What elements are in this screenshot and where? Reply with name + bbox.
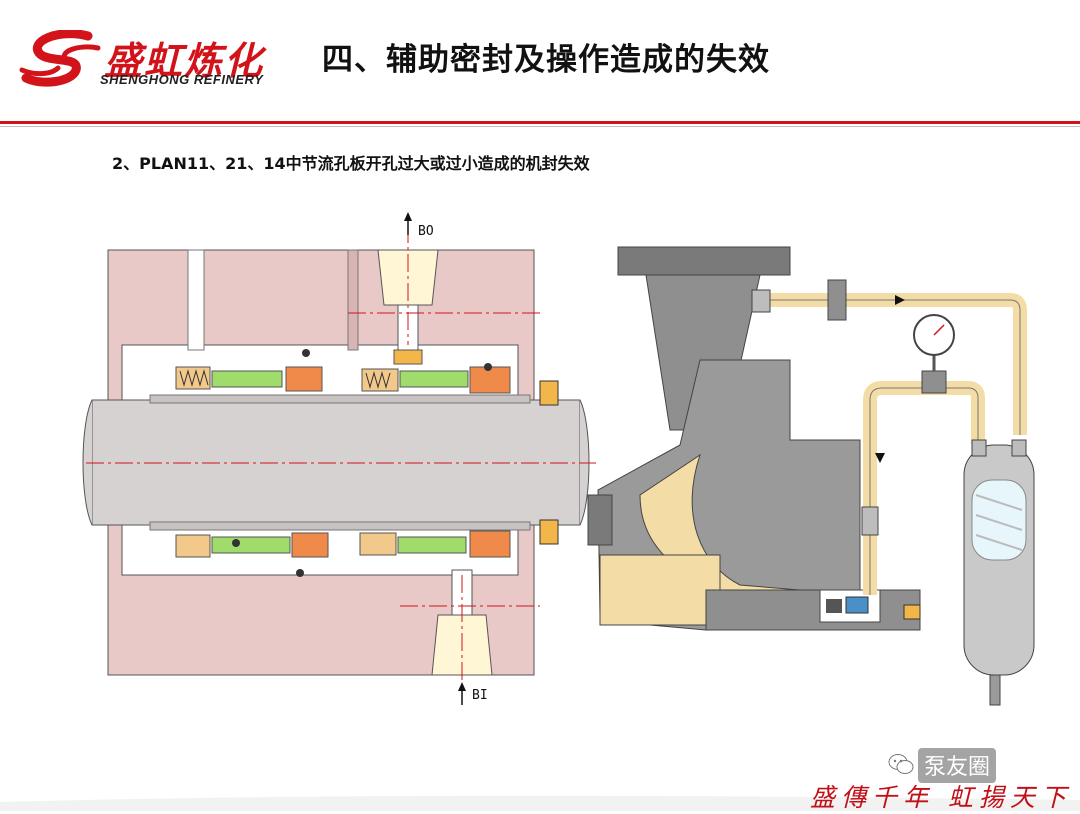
seal-diagram: BO BI xyxy=(82,212,1035,706)
wechat-icon xyxy=(888,754,914,774)
header-divider-red xyxy=(0,121,1080,124)
logo-text-cn: 盛虹炼化 xyxy=(104,38,265,83)
pump-assembly xyxy=(587,246,1035,706)
seal-cross-section: BO BI xyxy=(82,212,596,705)
section-subtitle: 2、PLAN11、21、14中节流孔板开孔过大或过小造成的机封失效 xyxy=(112,154,590,173)
logo-text-en: SHENGHONG REFINERY xyxy=(100,72,264,87)
logo-icon xyxy=(19,30,101,87)
footer-slogan: 盛傳千年 虹揚天下 xyxy=(810,783,1072,812)
header: 盛虹炼化 SHENGHONG REFINERY 四、辅助密封及操作造成的失效 xyxy=(0,0,1080,127)
footer-band xyxy=(0,795,1080,811)
header-divider-grey xyxy=(0,126,1080,127)
page-title: 四、辅助密封及操作造成的失效 xyxy=(322,42,770,78)
outlet-label: BO xyxy=(418,224,434,239)
inlet-label: BI xyxy=(472,688,488,703)
watermark-text: 泵友圈 xyxy=(918,748,997,783)
